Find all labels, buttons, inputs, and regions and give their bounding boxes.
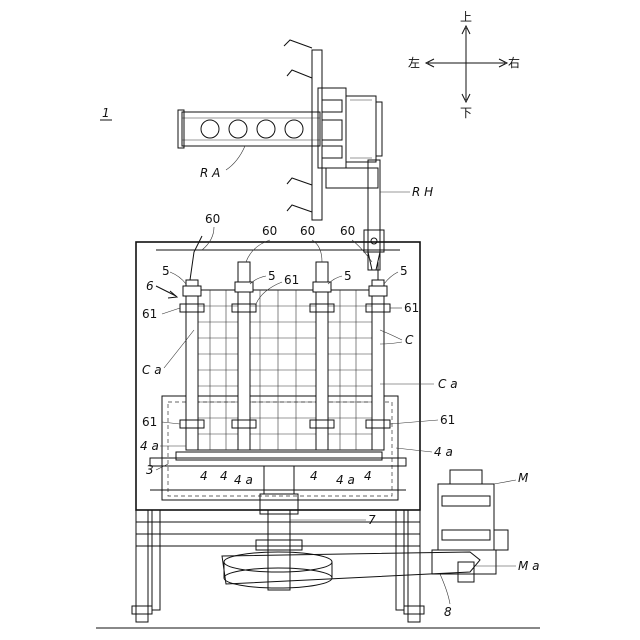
robot-hook	[287, 205, 312, 212]
callout-4a: 4 a	[140, 439, 159, 453]
arm-circle	[257, 120, 275, 138]
belt-drive: 8	[222, 552, 480, 619]
cassette-stack	[194, 290, 380, 450]
callout-4: 4	[200, 469, 208, 483]
callout-4a: 4 a	[336, 473, 355, 487]
compass-up-label: 上	[460, 10, 472, 24]
callout-5: 5	[400, 264, 408, 278]
callout-61: 61	[404, 301, 419, 315]
callout-61: 61	[142, 307, 157, 321]
leg-left	[136, 510, 148, 622]
callout-4a: 4 a	[434, 445, 453, 459]
holder-post-1	[186, 280, 198, 450]
compass-right-label: 右	[508, 55, 520, 70]
direction-compass: 上 下 左 右	[408, 10, 520, 120]
arm-circle	[201, 120, 219, 138]
robot-arm: R A	[178, 40, 382, 220]
robot-hand-link	[326, 168, 378, 188]
callout-5: 5	[268, 269, 276, 283]
callout-60: 60	[262, 224, 277, 238]
table-plate	[176, 452, 382, 460]
label-base: 3	[146, 463, 154, 477]
callout-4: 4	[310, 469, 318, 483]
robot-hook	[287, 70, 312, 78]
robot-hand: R H	[326, 160, 433, 270]
label-shaft: 7	[368, 513, 376, 527]
callout-5: 5	[344, 269, 352, 283]
callout-4: 4	[364, 469, 372, 483]
label-cassette: C	[405, 333, 414, 347]
callout-60: 60	[340, 224, 355, 238]
figure-number: 1	[102, 106, 110, 120]
callouts-60: 60 60 60 60	[202, 212, 372, 262]
callout-4: 4	[220, 469, 228, 483]
label-cassette-ca-right: C a	[438, 377, 458, 391]
callout-61: 61	[142, 415, 157, 429]
label-robot-arm: R A	[200, 166, 220, 180]
label-cassette-ca-left: C a	[142, 363, 162, 377]
robot-hook	[287, 178, 312, 185]
callout-60: 60	[205, 212, 220, 226]
callout-61: 61	[284, 273, 299, 287]
compass-left-label: 左	[408, 55, 420, 70]
robot-arm-beam	[182, 112, 320, 146]
holder-post-4	[372, 280, 384, 450]
callout-4a: 4 a	[234, 473, 253, 487]
arm-circle	[229, 120, 247, 138]
motor: M M a	[432, 470, 540, 582]
label-motor-axis: M a	[518, 559, 540, 573]
base-plate	[150, 458, 406, 466]
cassette-shelves	[194, 306, 380, 434]
leg-right	[408, 510, 420, 622]
label-motor: M	[518, 471, 529, 485]
callout-5: 5	[162, 264, 170, 278]
robot-hook	[284, 40, 312, 48]
callout-60: 60	[300, 224, 315, 238]
compass-down-label: 下	[460, 106, 472, 120]
callout-61: 61	[440, 413, 455, 427]
arm-circle	[285, 120, 303, 138]
label-holder: 6	[146, 279, 154, 293]
label-robot-hand: R H	[412, 185, 433, 199]
label-belt: 8	[444, 605, 452, 619]
